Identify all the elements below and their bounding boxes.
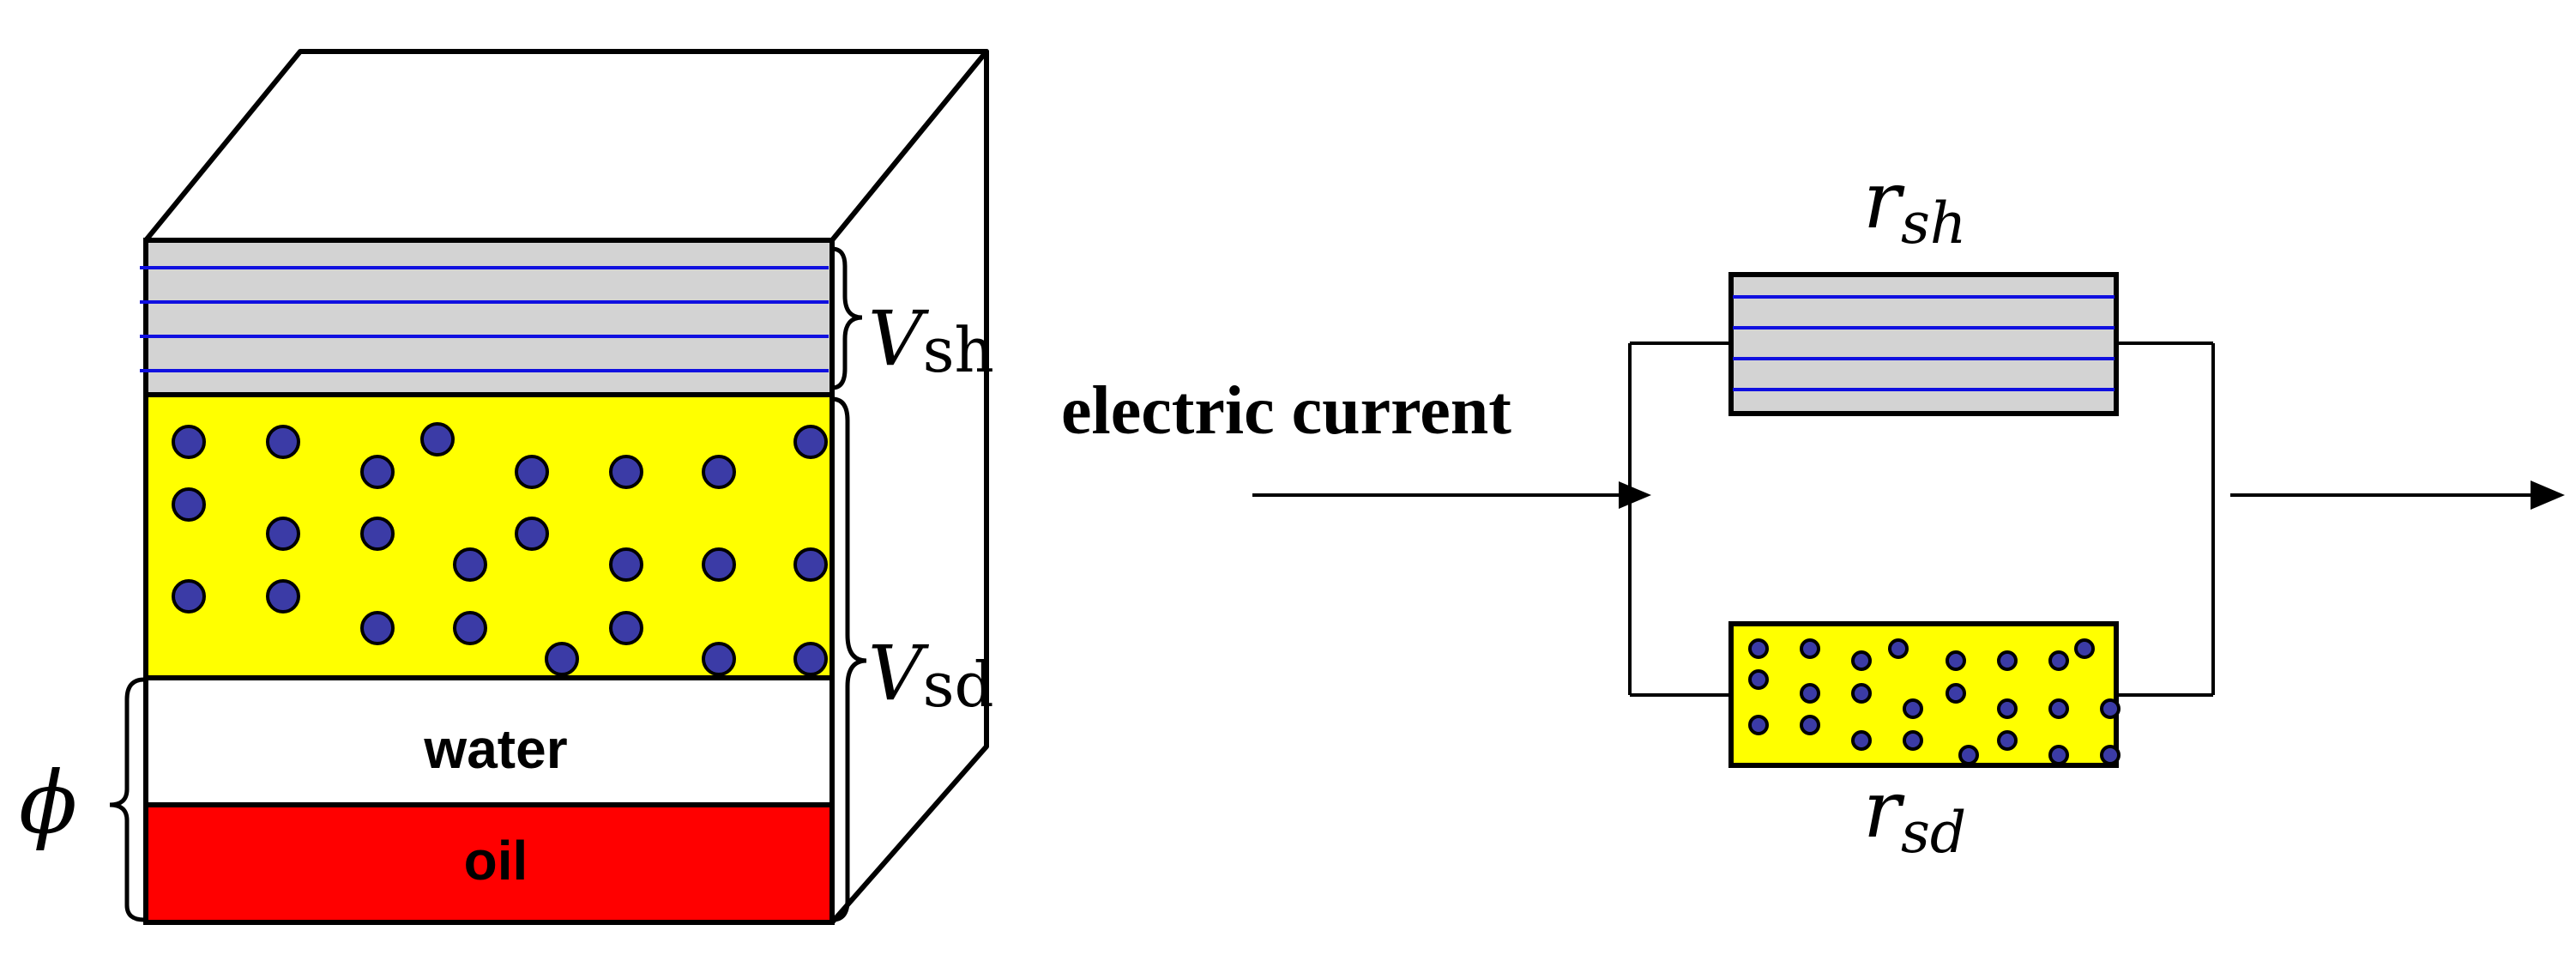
sand-resistor-grains	[1748, 638, 2121, 765]
sand-grain	[2048, 698, 2069, 719]
rsh-symbol: r	[1863, 154, 1905, 246]
sand-grain	[1997, 698, 2018, 719]
shale-resistor-lines	[1733, 295, 2114, 391]
sand-grain	[1800, 715, 1820, 735]
sand-grain	[793, 547, 828, 582]
vsh-symbol: V	[868, 294, 930, 383]
rsh-label: rsh	[1863, 154, 1966, 257]
water-layer	[143, 675, 835, 807]
sand-grain	[172, 579, 206, 613]
sand-grain	[2074, 638, 2095, 659]
sand-grain	[266, 517, 300, 551]
sand-grain	[2048, 650, 2069, 671]
vsd-subscript: sd	[923, 649, 994, 721]
porosity-symbol: ϕ	[19, 753, 77, 853]
sand-grain	[420, 422, 455, 456]
sand-grain	[360, 455, 395, 489]
sand-grain	[1997, 730, 2018, 751]
sand-grain	[1748, 715, 1769, 735]
vsh-subscript: sh	[923, 314, 994, 386]
sand-grain	[1903, 730, 1923, 751]
sand-grain	[702, 642, 736, 676]
sand-grain	[1748, 638, 1769, 659]
sand-grain	[172, 425, 206, 459]
vsh-brace	[831, 246, 863, 390]
oil-layer	[143, 802, 835, 925]
sand-grains	[172, 422, 828, 676]
oil-label: oil	[464, 830, 528, 892]
sand-grain	[266, 425, 300, 459]
porosity-brace	[109, 677, 145, 922]
rsd-label: rsd	[1863, 764, 1966, 866]
sand-grain	[1946, 650, 1966, 671]
sand-grain	[360, 517, 395, 551]
sand-grain	[793, 425, 828, 459]
sand-layer	[143, 392, 835, 680]
vsd-symbol: V	[868, 629, 930, 717]
input-arrowhead	[1619, 481, 1651, 509]
sand-grain	[1800, 683, 1820, 704]
sand-grain	[702, 547, 736, 582]
water-label: water	[423, 718, 567, 780]
sand-grain	[2100, 745, 2121, 765]
sand-grain	[609, 611, 643, 645]
sand-grain	[1888, 638, 1909, 659]
rsd-symbol: r	[1863, 764, 1905, 855]
electric-current-label: electric current	[1061, 373, 1511, 449]
sand-grain	[172, 487, 206, 522]
sand-grain	[515, 517, 549, 551]
sand-grain	[2048, 745, 2069, 765]
rsd-subscript: sd	[1901, 800, 1966, 866]
sand-grain	[1851, 683, 1872, 704]
vsd-label: Vsd	[868, 629, 994, 721]
sand-grain	[1748, 669, 1769, 690]
sand-grain	[609, 547, 643, 582]
rock-block: water oil Vsh Vsd ϕ	[19, 49, 994, 925]
rsh-subscript: sh	[1901, 190, 1966, 257]
sand-grain	[1946, 683, 1966, 704]
sand-grain	[453, 611, 487, 645]
sand-grain	[702, 455, 736, 489]
sand-grain	[1851, 730, 1872, 751]
output-arrowhead	[2531, 481, 2565, 510]
shale-lamination-lines	[140, 266, 829, 372]
sand-grain	[1851, 650, 1872, 671]
sand-grain	[793, 642, 828, 676]
sand-grain	[609, 455, 643, 489]
sand-grain	[2100, 698, 2121, 719]
vsd-brace	[831, 396, 867, 922]
sand-grain	[1997, 650, 2018, 671]
sand-grain	[1903, 698, 1923, 719]
sand-grain	[515, 455, 549, 489]
sand-grain	[360, 611, 395, 645]
parallel-circuit: electric current rsh	[1061, 154, 2565, 866]
sand-grain	[453, 547, 487, 582]
sand-grain	[1958, 745, 1979, 765]
sand-grain	[266, 579, 300, 613]
sand-resistor	[1728, 621, 2119, 768]
sand-grain	[1800, 638, 1820, 659]
sand-grain	[545, 642, 579, 676]
vsh-label: Vsh	[868, 294, 994, 386]
